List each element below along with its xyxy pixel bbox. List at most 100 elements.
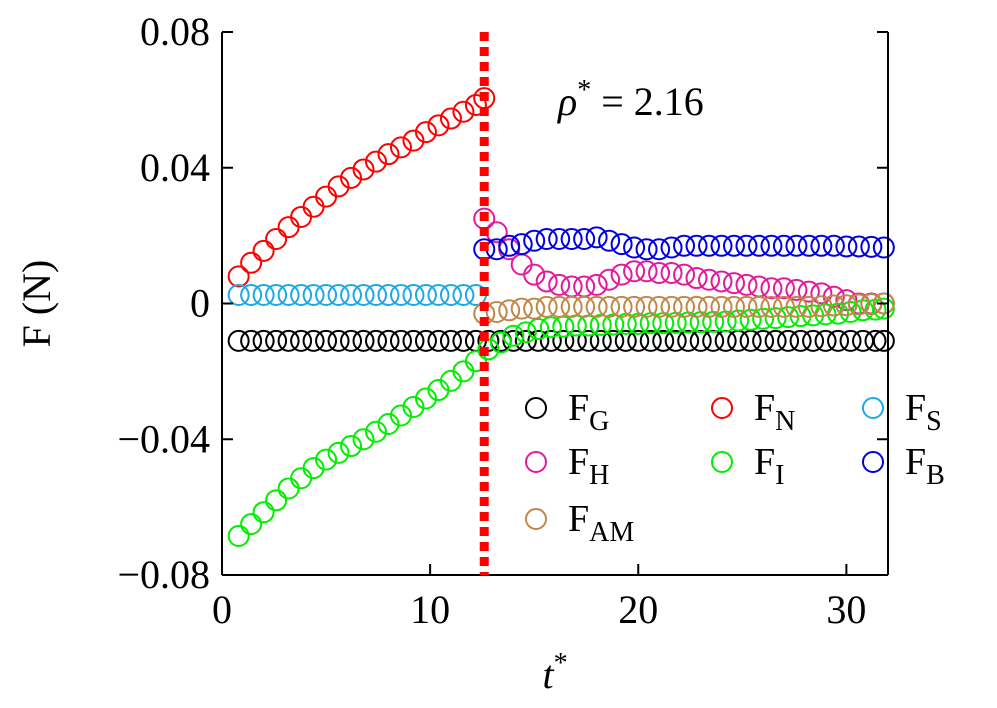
data-point-S bbox=[427, 284, 450, 307]
data-point-B bbox=[660, 236, 683, 259]
data-point-H bbox=[548, 273, 571, 296]
data-point-B bbox=[610, 233, 633, 256]
data-point-H bbox=[535, 270, 558, 293]
data-point-AM bbox=[535, 295, 558, 318]
data-point-AM bbox=[598, 295, 621, 318]
data-point-B bbox=[573, 228, 596, 251]
data-point-AM bbox=[585, 295, 608, 318]
data-point-AM bbox=[722, 295, 745, 318]
y-tick-label: −0.04 bbox=[117, 416, 210, 461]
data-point-AM bbox=[835, 294, 858, 317]
data-point-G bbox=[389, 329, 412, 352]
data-point-I bbox=[589, 313, 612, 336]
data-point-AM bbox=[710, 295, 733, 318]
data-point-AM bbox=[785, 295, 808, 318]
data-point-I bbox=[739, 308, 762, 331]
data-point-N bbox=[427, 114, 450, 137]
data-point-G bbox=[689, 329, 712, 352]
data-point-N bbox=[439, 107, 462, 130]
annotation-layer: ρ* = 2.16 bbox=[556, 75, 704, 124]
data-point-H bbox=[648, 261, 671, 284]
data-point-G bbox=[872, 329, 895, 352]
data-point-G bbox=[227, 329, 250, 352]
data-point-I bbox=[489, 331, 512, 354]
data-point-N bbox=[252, 239, 275, 262]
data-point-I bbox=[752, 307, 775, 330]
data-point-G bbox=[452, 329, 475, 352]
data-point-AM bbox=[747, 295, 770, 318]
data-point-B bbox=[735, 234, 758, 257]
data-point-G bbox=[714, 329, 737, 352]
data-point-N bbox=[315, 185, 338, 208]
data-point-G bbox=[240, 329, 263, 352]
data-point-H bbox=[610, 263, 633, 286]
data-point-S bbox=[315, 284, 338, 307]
y-tick-label: −0.08 bbox=[117, 552, 210, 597]
data-point-B bbox=[760, 234, 783, 257]
data-point-B bbox=[785, 234, 808, 257]
data-point-G bbox=[514, 329, 537, 352]
data-point-S bbox=[252, 284, 275, 307]
data-point-AM bbox=[673, 295, 696, 318]
data-point-N bbox=[402, 129, 425, 152]
legend-label: FAM bbox=[568, 498, 634, 548]
data-point-AM bbox=[573, 295, 596, 318]
legend-marker bbox=[525, 508, 547, 530]
data-point-H bbox=[585, 273, 608, 296]
data-point-G bbox=[577, 329, 600, 352]
data-point-AM bbox=[822, 294, 845, 317]
data-point-G bbox=[439, 329, 462, 352]
data-point-H bbox=[623, 260, 646, 283]
data-point-I bbox=[764, 307, 787, 330]
y-axis-title: F (N) bbox=[14, 260, 59, 348]
data-point-G bbox=[664, 329, 687, 352]
data-point-AM bbox=[560, 295, 583, 318]
data-point-G bbox=[365, 329, 388, 352]
x-axis-title: t* bbox=[542, 648, 567, 697]
legend-item-N: FN bbox=[711, 387, 795, 437]
data-point-AM bbox=[635, 295, 658, 318]
data-point-G bbox=[614, 329, 637, 352]
x-tick-label: 30 bbox=[826, 587, 866, 632]
data-point-S bbox=[327, 284, 350, 307]
legend-item-H: FH bbox=[525, 441, 609, 491]
data-point-G bbox=[527, 329, 550, 352]
data-point-B bbox=[835, 235, 858, 258]
legend-label: FS bbox=[905, 387, 942, 437]
data-point-N bbox=[327, 175, 350, 198]
data-point-H bbox=[735, 273, 758, 296]
legend-item-I: FI bbox=[711, 441, 784, 491]
data-point-B bbox=[772, 234, 795, 257]
data-point-AM bbox=[847, 293, 870, 316]
data-point-N bbox=[340, 166, 363, 189]
data-point-G bbox=[252, 329, 275, 352]
y-tick-label: 0.08 bbox=[140, 9, 210, 54]
data-point-AM bbox=[698, 295, 721, 318]
data-point-G bbox=[277, 329, 300, 352]
data-point-H bbox=[810, 282, 833, 305]
series-G bbox=[227, 329, 895, 352]
data-point-G bbox=[752, 329, 775, 352]
data-point-I bbox=[514, 321, 537, 344]
data-point-G bbox=[377, 329, 400, 352]
data-point-I bbox=[564, 314, 587, 337]
data-point-B bbox=[635, 238, 658, 261]
data-point-G bbox=[340, 329, 363, 352]
data-point-G bbox=[777, 329, 800, 352]
density-annotation: ρ* = 2.16 bbox=[556, 75, 704, 124]
y-tick-label: 0.04 bbox=[140, 145, 210, 190]
data-point-N bbox=[290, 205, 313, 228]
data-point-N bbox=[414, 121, 437, 144]
data-point-S bbox=[389, 284, 412, 307]
data-point-H bbox=[797, 280, 820, 303]
data-point-I bbox=[352, 428, 375, 451]
data-point-S bbox=[439, 284, 462, 307]
data-point-AM bbox=[548, 295, 571, 318]
data-point-S bbox=[265, 284, 288, 307]
data-point-N bbox=[365, 150, 388, 173]
data-point-AM bbox=[610, 295, 633, 318]
data-point-B bbox=[598, 229, 621, 252]
data-point-B bbox=[685, 234, 708, 257]
